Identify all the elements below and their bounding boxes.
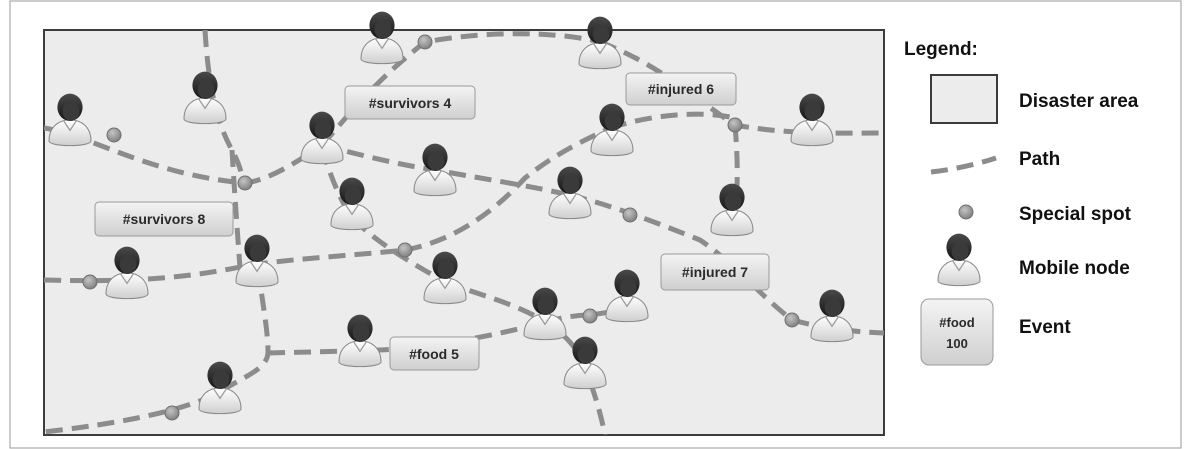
legend-path-swatch <box>930 155 997 175</box>
legend-title: Legend: <box>904 39 978 60</box>
person-icon <box>300 111 344 165</box>
person-icon <box>810 289 854 343</box>
person-icon <box>937 233 981 287</box>
person-icon <box>523 287 567 341</box>
person-icon <box>790 93 834 147</box>
legend-event-swatch: #food 100 <box>920 298 994 366</box>
special-spot <box>82 274 98 290</box>
special-spot <box>727 117 743 133</box>
person-icon <box>605 269 649 323</box>
person-icon <box>413 143 457 197</box>
legend-disaster-area-swatch <box>930 74 998 124</box>
special-spot <box>164 405 180 421</box>
path-segment <box>202 30 246 183</box>
person-icon <box>183 71 227 125</box>
path-segment <box>404 125 612 253</box>
special-spot <box>237 175 253 191</box>
figure-border <box>9 0 1182 449</box>
path-segment <box>229 149 243 269</box>
path-segment <box>444 279 585 362</box>
legend-special-spot-label: Special spot <box>1019 204 1132 225</box>
path-segment <box>267 319 546 356</box>
event-label: #injured 7 <box>682 264 748 280</box>
person-icon <box>578 16 622 70</box>
event-survivors-8: #survivors 8 <box>94 201 234 237</box>
legend-person-icon <box>937 233 981 287</box>
legend-disaster-area-label: Disaster area <box>1019 91 1139 112</box>
special-spot <box>397 242 413 258</box>
legend-event-sample-line1: #food <box>939 315 974 330</box>
person-icon <box>548 166 592 220</box>
event-label: #food 5 <box>409 346 459 362</box>
event-injured-7: #injured 7 <box>660 253 770 291</box>
person-icon <box>330 177 374 231</box>
event-survivors-4: #survivors 4 <box>344 85 476 120</box>
person-icon <box>590 103 634 157</box>
event-food-5: #food 5 <box>389 336 480 371</box>
event-label: #injured 6 <box>648 81 714 97</box>
path-segment <box>44 247 406 284</box>
mobile-nodes-layer <box>48 11 854 415</box>
person-icon <box>235 234 279 288</box>
event-label: #survivors 4 <box>369 95 452 111</box>
special-spots-layer <box>82 34 800 421</box>
person-icon <box>338 314 382 368</box>
person-icon <box>423 251 467 305</box>
legend-event-label: Event <box>1019 317 1071 338</box>
legend-path-label: Path <box>1019 149 1060 170</box>
special-spot <box>784 312 800 328</box>
legend: Legend: Disaster area Path Special spot … <box>904 39 1139 366</box>
path-segment <box>319 147 447 285</box>
special-spot-icon <box>958 204 974 220</box>
person-icon <box>710 183 754 237</box>
special-spot <box>622 207 638 223</box>
special-spot <box>106 127 122 143</box>
event-injured-6: #injured 6 <box>625 72 737 106</box>
special-spot <box>582 308 598 324</box>
special-spot <box>417 34 433 50</box>
person-icon <box>105 246 149 300</box>
person-icon <box>198 361 242 415</box>
event-label: #survivors 8 <box>123 211 206 227</box>
person-icon <box>563 336 607 390</box>
legend-mobile-node-label: Mobile node <box>1019 258 1130 279</box>
person-icon <box>48 93 92 147</box>
path-segment <box>732 124 740 206</box>
person-icon <box>360 11 404 65</box>
path-segment <box>609 111 736 131</box>
legend-event-sample-line2: 100 <box>946 336 968 351</box>
